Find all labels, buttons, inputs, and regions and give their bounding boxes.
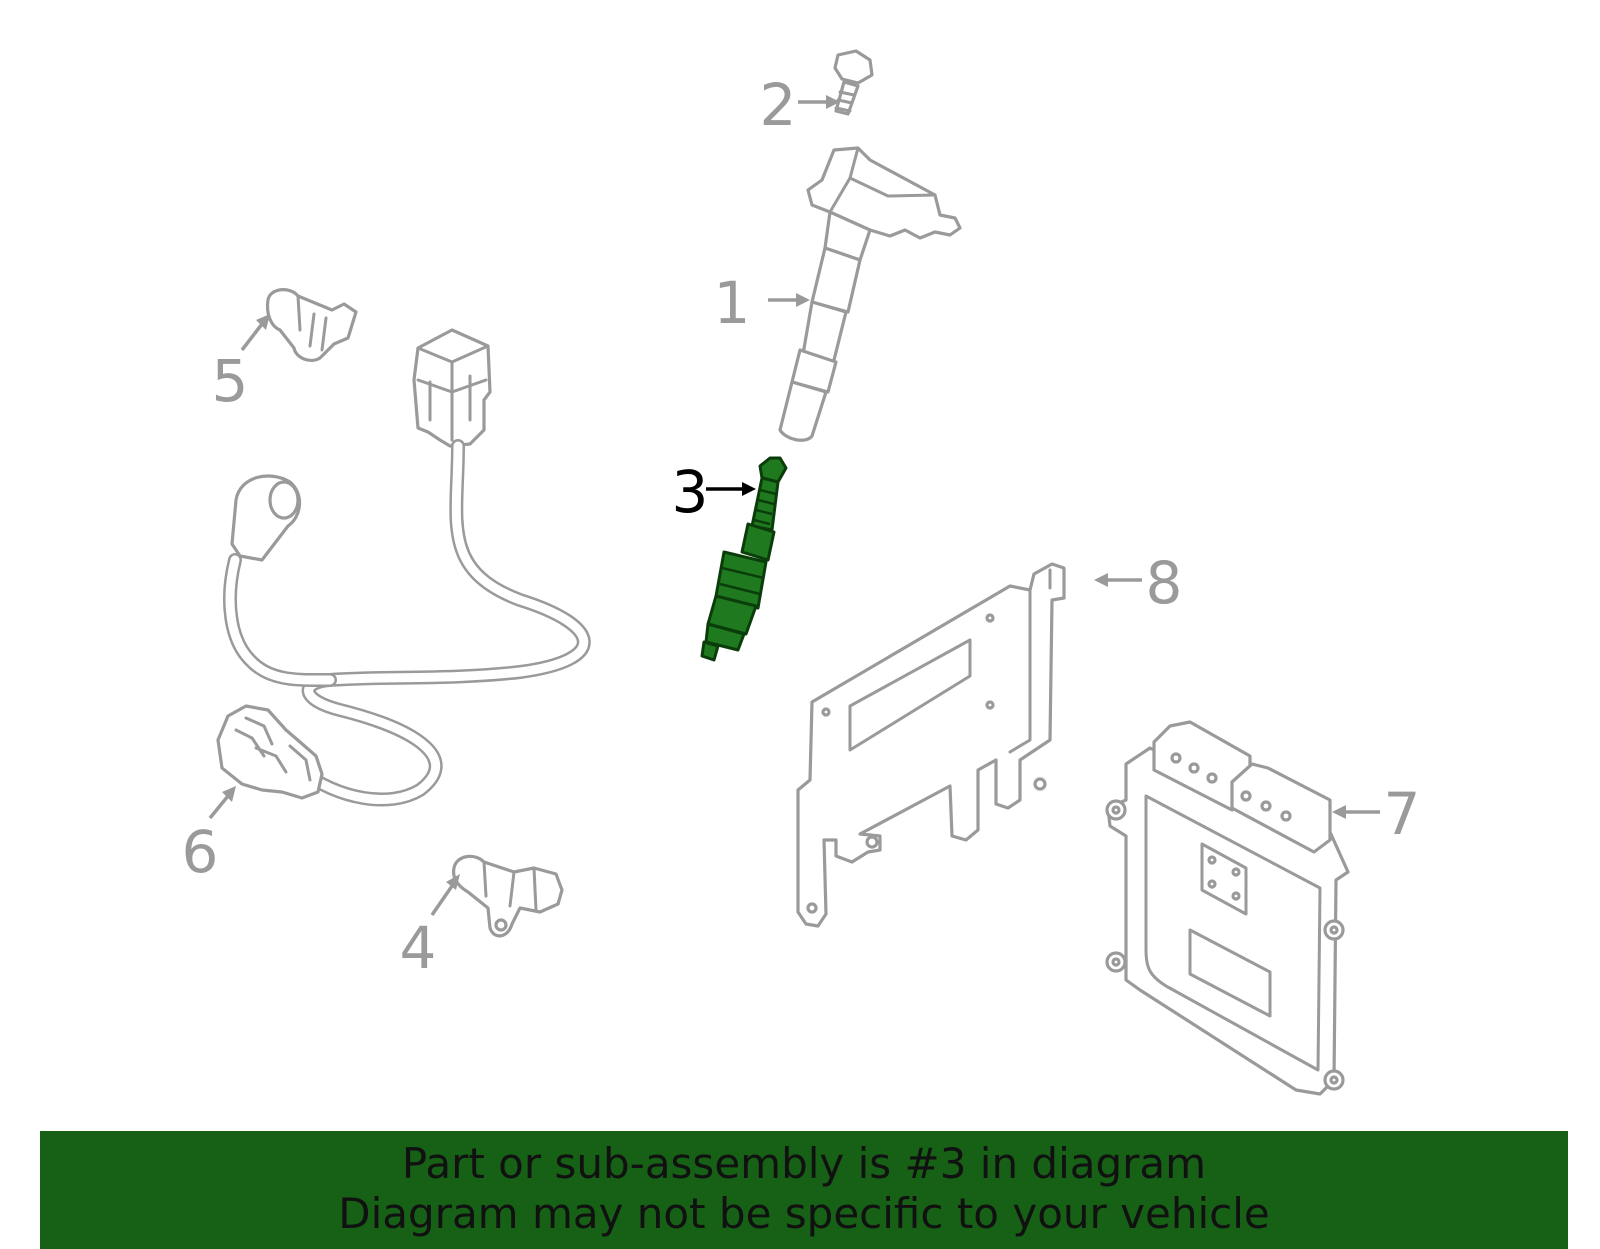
leader-5 [240, 314, 270, 352]
part-4-sensor [452, 854, 564, 938]
leader-7 [1332, 805, 1380, 819]
banner-line-2: Diagram may not be specific to your vehi… [338, 1189, 1270, 1238]
callout-1: 1 [714, 269, 751, 337]
info-banner: Part or sub-assembly is #3 in diagram Di… [40, 1131, 1568, 1249]
leader-8 [1094, 573, 1142, 587]
part-1-ignition-coil [778, 146, 962, 442]
part-2-bolt [833, 49, 874, 116]
leader-4 [430, 874, 460, 916]
part-5-sensor [265, 288, 358, 362]
callout-7: 7 [1384, 780, 1421, 848]
wiring-harness [223, 328, 591, 807]
callout-3: 3 [672, 458, 709, 526]
callout-4: 4 [400, 914, 437, 982]
leader-1 [768, 293, 810, 307]
leader-6 [208, 786, 236, 820]
banner-line-1: Part or sub-assembly is #3 in diagram [401, 1139, 1207, 1188]
part-8-bracket [796, 562, 1066, 928]
callout-2: 2 [760, 71, 797, 139]
part-7-ecu [1105, 720, 1350, 1096]
callout-5: 5 [212, 347, 249, 415]
part-3-spark-plug [700, 456, 788, 662]
leader-2 [798, 95, 840, 109]
callout-8: 8 [1146, 549, 1183, 617]
callout-6: 6 [182, 818, 219, 886]
part-6-connector [216, 704, 324, 800]
leader-3 [706, 482, 756, 496]
